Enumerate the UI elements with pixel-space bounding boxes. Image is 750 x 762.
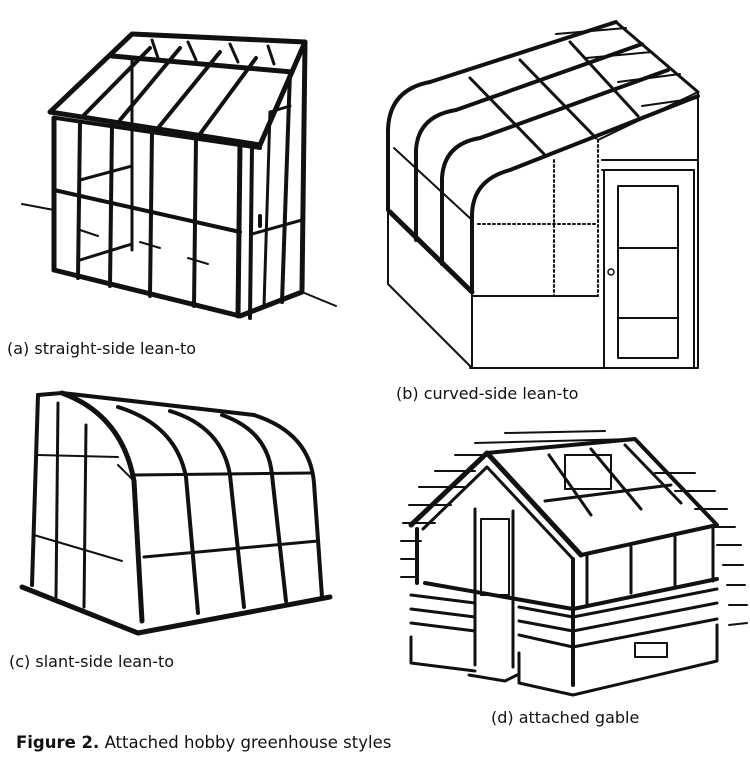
curved-side-lean-to-drawing <box>380 20 750 370</box>
panel-attached-gable <box>395 425 750 700</box>
panel-b-label: (b) curved-side lean-to <box>396 384 579 403</box>
slant-side-lean-to-drawing <box>10 385 350 645</box>
straight-side-lean-to-drawing <box>20 20 350 330</box>
panel-straight-side-lean-to <box>20 20 350 330</box>
attached-gable-drawing <box>395 425 750 700</box>
panel-curved-side-lean-to <box>380 20 750 370</box>
panel-a-label: (a) straight-side lean-to <box>7 339 197 358</box>
figure-title: Attached hobby greenhouse styles <box>104 733 392 752</box>
panel-c-label: (c) slant-side lean-to <box>9 652 175 671</box>
panel-slant-side-lean-to <box>10 385 350 645</box>
panel-d-label: (d) attached gable <box>491 708 640 727</box>
figure-caption: Figure 2. Attached hobby greenhouse styl… <box>16 733 391 752</box>
figure-number: Figure 2. <box>16 733 100 752</box>
